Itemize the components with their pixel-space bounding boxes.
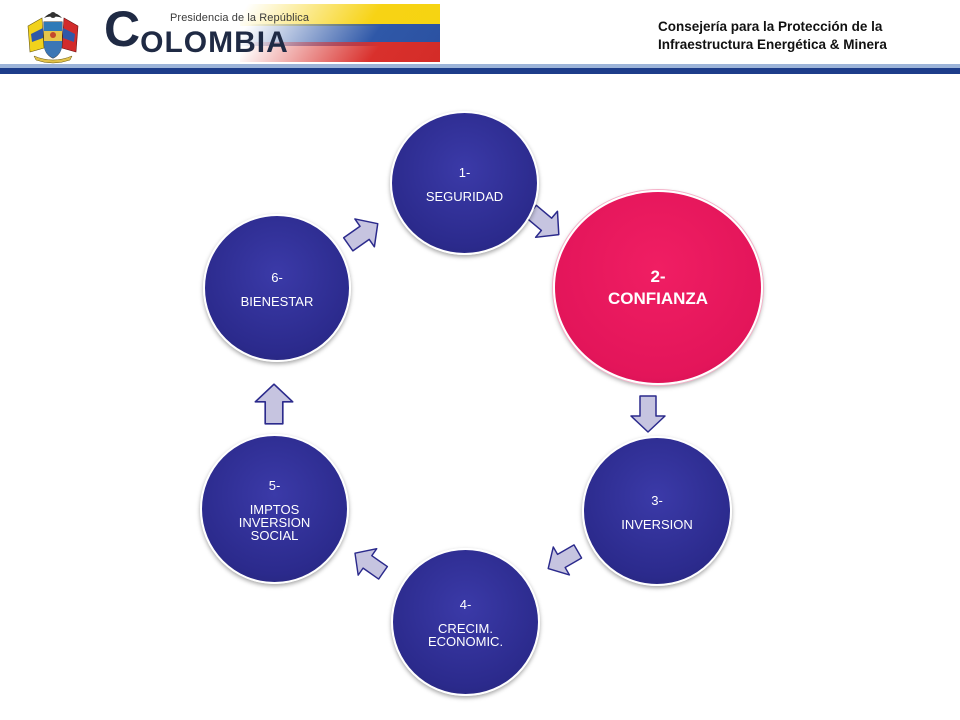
agency-title-line1: Consejería para la Protección de la	[658, 19, 883, 34]
node-label: CRECIM. ECONOMIC.	[427, 621, 504, 649]
cycle-node-bienestar: 6- BIENESTAR	[203, 214, 351, 362]
node-number: 2-	[650, 266, 666, 286]
node-label: IMPTOS INVERSION SOCIAL	[238, 501, 311, 543]
node-label: INVERSION	[621, 516, 693, 532]
cycle-node-confianza: 2- CONFIANZA	[553, 190, 763, 385]
header: COLOMBIA Presidencia de la República Con…	[0, 0, 960, 76]
agency-title: Consejería para la Protección de la Infr…	[658, 18, 938, 54]
header-divider	[0, 68, 960, 74]
cycle-arrow-2-to-3-icon	[626, 394, 670, 434]
cycle-node-inversion: 3- INVERSION	[582, 436, 732, 586]
node-label: BIENESTAR	[240, 293, 314, 309]
node-number: 4-	[459, 597, 472, 612]
coat-of-arms-icon	[22, 8, 84, 64]
node-label: SEGURIDAD	[425, 188, 504, 204]
node-number: 1-	[458, 164, 471, 180]
cycle-arrow-5-to-6-icon	[249, 382, 299, 426]
node-number: 3-	[651, 492, 663, 508]
logo-wordmark: OLOMBIA	[140, 26, 289, 59]
cycle-arrow-1-to-2-icon	[517, 195, 573, 251]
cycle-node-imptos-inversion-social: 5- IMPTOS INVERSION SOCIAL	[200, 434, 349, 584]
node-number: 6-	[271, 269, 283, 285]
node-label: CONFIANZA	[607, 288, 709, 308]
cycle-arrow-6-to-1-icon	[335, 205, 392, 262]
logo-big-letter: C	[104, 1, 141, 57]
cycle-node-seguridad: 1- SEGURIDAD	[390, 111, 539, 255]
logo-subtitle: Presidencia de la República	[170, 12, 310, 24]
agency-title-line2: Infraestructura Energética & Minera	[658, 37, 887, 52]
colombia-logo: COLOMBIA	[104, 1, 289, 59]
cycle-arrow-4-to-5-icon	[342, 536, 396, 591]
node-number: 5-	[268, 477, 281, 493]
header-divider-light	[0, 64, 960, 68]
cycle-arrow-3-to-4-icon	[537, 533, 590, 587]
cycle-node-crecim-economic: 4- CRECIM. ECONOMIC.	[391, 548, 540, 696]
